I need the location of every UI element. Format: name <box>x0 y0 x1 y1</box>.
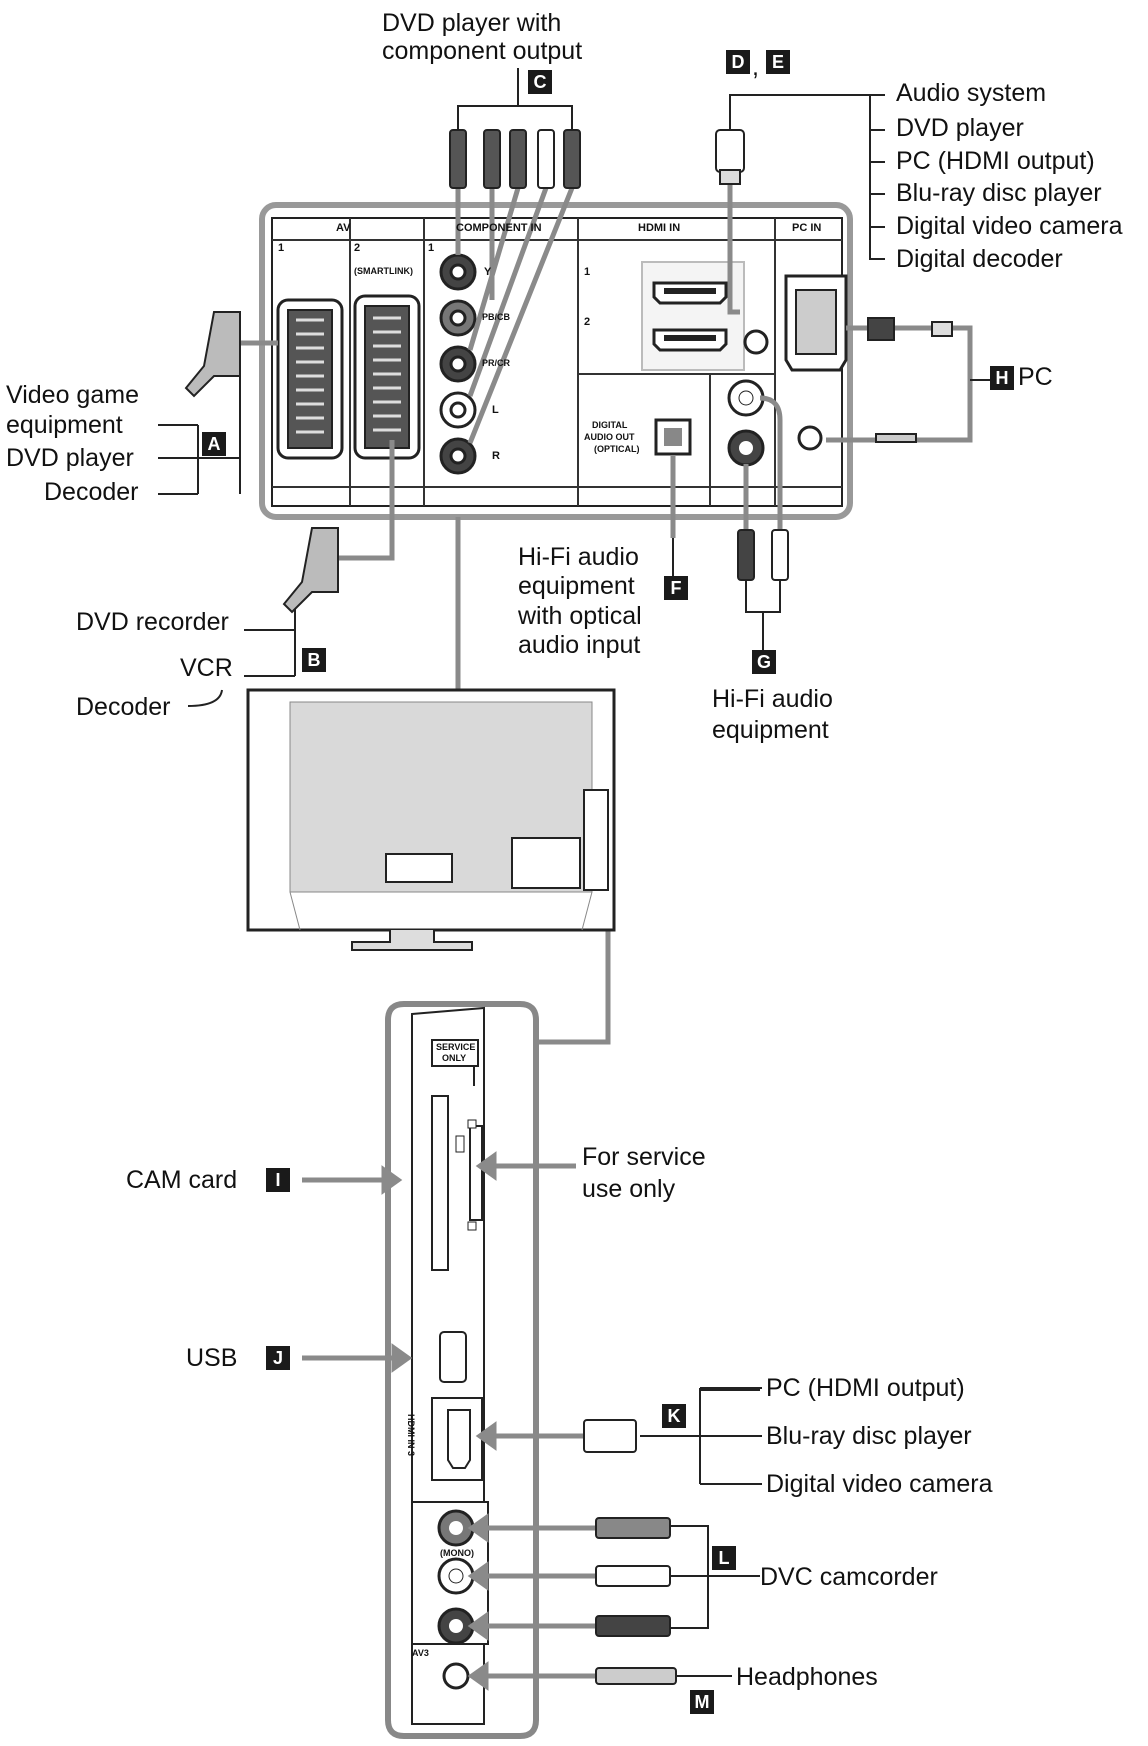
panel-smartlink: (SMARTLINK) <box>354 266 413 276</box>
panel-digital-out-0: DIGITAL <box>592 420 628 430</box>
dvc-label: DVC camcorder <box>760 1563 938 1591</box>
top-source-line2: component output <box>382 37 583 65</box>
badge-k: K <box>662 1404 686 1428</box>
av3-tag: AV3 <box>412 1648 429 1658</box>
optical-device-1: equipment <box>518 572 635 600</box>
hdmi-plug <box>715 129 745 185</box>
panel-component-num: 1 <box>428 242 435 254</box>
badge-comma: , <box>752 53 759 81</box>
scart-plugs <box>184 311 339 614</box>
hdmi-device-1: DVD player <box>896 114 1024 142</box>
av1-device-line4: Decoder <box>44 478 139 506</box>
badge-g: G <box>752 650 776 674</box>
mono-tag: (MONO) <box>440 1548 474 1558</box>
badge-e: E <box>766 50 790 74</box>
audio-device-0: Hi-Fi audio <box>712 685 833 713</box>
side-arrows <box>302 1151 596 1691</box>
panel-pr: PR/CR <box>482 358 511 368</box>
av1-device-line1: Video game <box>6 381 139 409</box>
badge-c: C <box>528 70 552 94</box>
hdmi-device-5: Digital decoder <box>896 245 1063 273</box>
panel-l: L <box>492 404 499 416</box>
scart-av2-port <box>353 294 421 460</box>
panel-y: Y <box>484 266 492 278</box>
top-source-line1: DVD player with <box>382 9 562 37</box>
hdmi-device-4: Digital video camera <box>896 212 1123 240</box>
av2-device-2: Decoder <box>76 693 171 721</box>
panel-digital-out-1: AUDIO OUT <box>584 432 635 442</box>
panel-component-in: COMPONENT IN <box>456 222 542 234</box>
headphones-label: Headphones <box>736 1663 878 1691</box>
pc-plugs <box>867 317 953 443</box>
av1-device-line2: equipment <box>6 411 123 439</box>
panel-pb: PB/CB <box>482 312 511 322</box>
tv-rear <box>246 688 616 951</box>
rca-plugs-g <box>737 529 789 581</box>
badge-b: B <box>302 648 326 672</box>
panel-hdmi1-num: 1 <box>584 266 591 278</box>
badge-i: I <box>266 1168 290 1192</box>
rear-panel <box>259 202 853 520</box>
hdmi3-device-2: Digital video camera <box>766 1470 993 1498</box>
hdmi3-device-1: Blu-ray disc player <box>766 1422 972 1450</box>
hdmi-device-3: Blu-ray disc player <box>896 179 1102 207</box>
panel-digital-out-2: (OPTICAL) <box>594 444 640 454</box>
badge-j: J <box>266 1346 290 1370</box>
optical-device-3: audio input <box>518 631 641 659</box>
badge-d: D <box>726 50 750 74</box>
cam-card-label: CAM card <box>126 1166 238 1194</box>
side-plugs <box>583 1419 677 1685</box>
service-only-tag-0: SERVICE <box>436 1042 476 1052</box>
badge-l: L <box>712 1546 736 1570</box>
hdmi3-device-0: PC (HDMI output) <box>766 1374 965 1402</box>
badge-f: F <box>664 576 688 600</box>
service-only-tag-1: ONLY <box>442 1053 467 1063</box>
panel-hdmi2-num: 2 <box>584 316 591 328</box>
panel-av-label: AV <box>336 222 351 234</box>
hdmi-ports <box>641 261 769 371</box>
panel-r: R <box>492 450 500 462</box>
hdmi-device-2: PC (HDMI output) <box>896 147 1095 175</box>
optical-device-2: with optical <box>518 602 642 630</box>
service-label-0: For service <box>582 1143 706 1171</box>
panel-pc-in: PC IN <box>792 222 822 234</box>
component-plugs <box>449 129 581 189</box>
pc-label: PC <box>1018 363 1053 391</box>
badge-a: A <box>202 432 226 456</box>
service-label-1: use only <box>582 1175 676 1203</box>
hdmi-in3-tag: HDMI IN 3 <box>406 1413 417 1457</box>
hdmi-device-0: Audio system <box>896 79 1047 107</box>
scart-av1-port <box>276 298 344 460</box>
panel-av2-num: 2 <box>354 242 361 254</box>
panel-hdmi-in: HDMI IN <box>638 222 681 234</box>
av2-device-0: DVD recorder <box>76 608 229 636</box>
av1-device-line3: DVD player <box>6 444 134 472</box>
badge-m: M <box>690 1690 714 1714</box>
vga-port <box>784 274 848 451</box>
av2-device-1: VCR <box>180 654 233 682</box>
usb-label: USB <box>186 1344 238 1372</box>
badge-h: H <box>990 366 1014 390</box>
panel-av1-num: 1 <box>278 242 285 254</box>
audio-device-1: equipment <box>712 716 829 744</box>
optical-device-0: Hi-Fi audio <box>518 543 639 571</box>
